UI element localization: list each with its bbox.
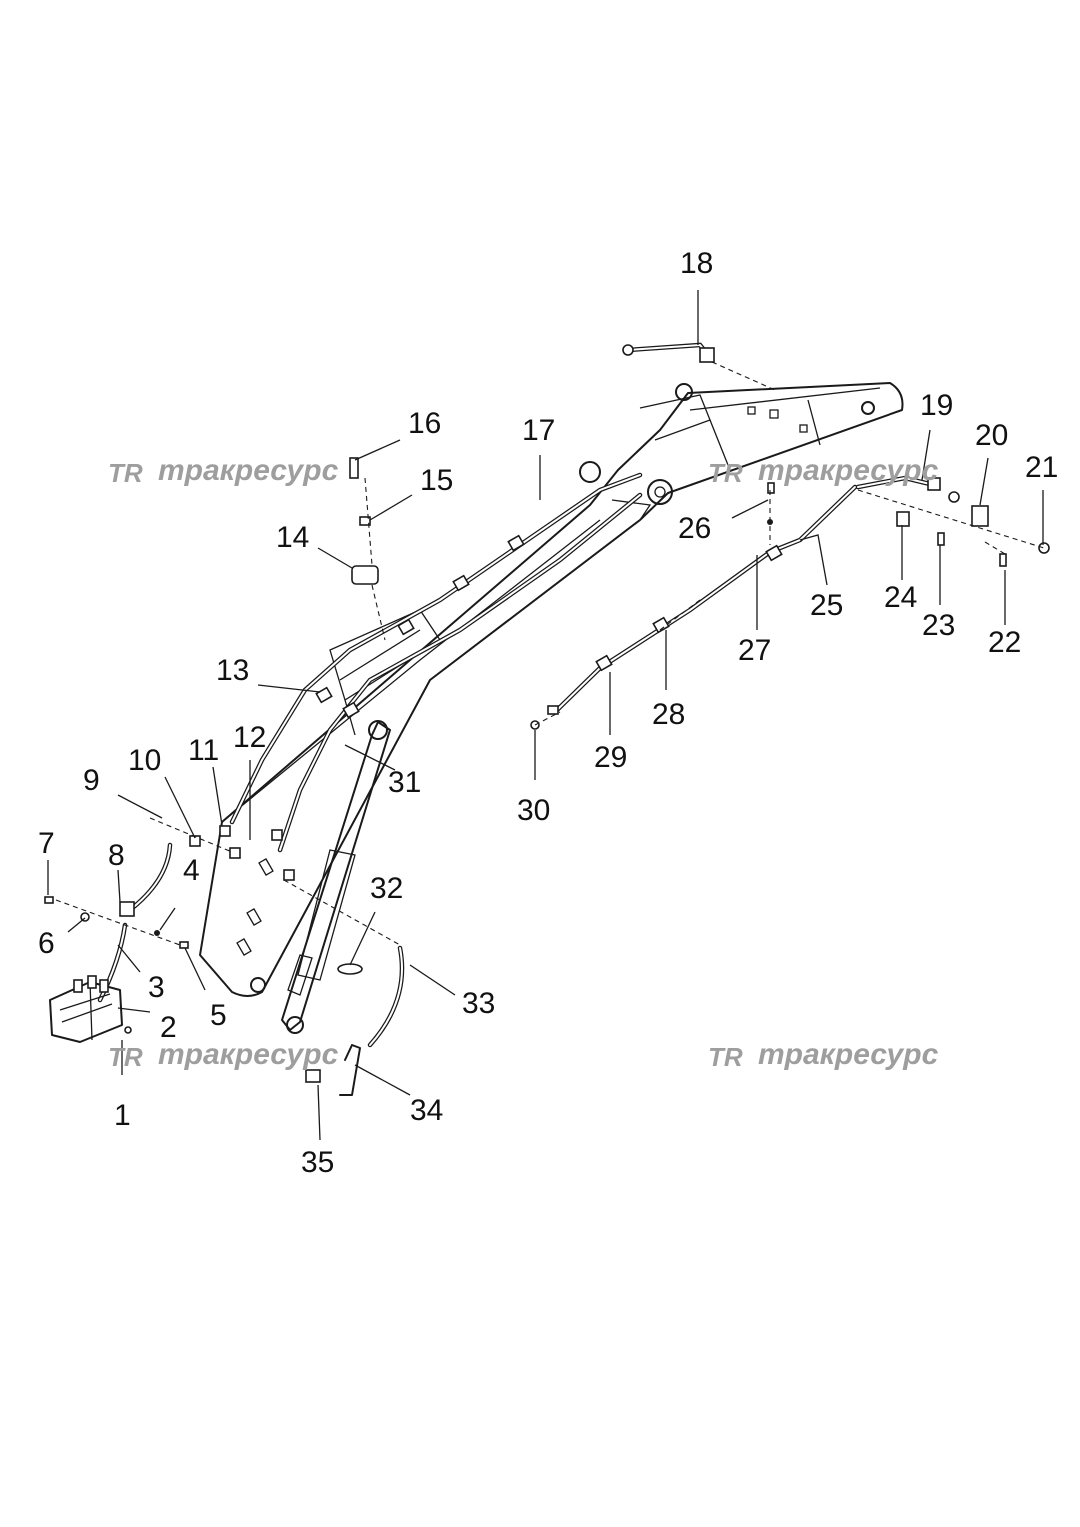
- callout-18: 18: [680, 247, 713, 280]
- callout-34: 34: [410, 1094, 443, 1127]
- callout-20: 20: [975, 419, 1008, 452]
- callout-11: 11: [188, 734, 219, 767]
- watermark-logo-mark: TR: [108, 1042, 143, 1072]
- callout-29: 29: [594, 741, 627, 774]
- watermark-text: тракресурс: [158, 454, 339, 487]
- watermark-3: TR тракресурс: [108, 1038, 339, 1072]
- callout-33: 33: [462, 987, 495, 1020]
- boom-hose-lines: [97, 342, 933, 1048]
- callout-7: 7: [38, 827, 55, 860]
- callout-35: 35: [301, 1146, 334, 1179]
- callout-2: 2: [160, 1011, 177, 1044]
- assembly-dashed-lines: [55, 361, 1045, 946]
- callout-31: 31: [388, 766, 421, 799]
- callout-17: 17: [522, 414, 555, 447]
- watermark-logo-mark: TR: [708, 1042, 743, 1072]
- callout-10: 10: [128, 744, 161, 777]
- watermark-logo-mark: TR: [708, 458, 743, 488]
- callout-15: 15: [420, 464, 453, 497]
- callout-21: 21: [1025, 451, 1058, 484]
- callout-25: 25: [810, 589, 843, 622]
- watermark-logo-mark: TR: [108, 458, 143, 488]
- callout-32: 32: [370, 872, 403, 905]
- callout-14: 14: [276, 521, 309, 554]
- watermark-2: TR тракресурс: [708, 454, 939, 488]
- callout-leader-lines: [47, 290, 1044, 1141]
- callout-8: 8: [108, 839, 125, 872]
- callout-27: 27: [738, 634, 771, 667]
- callout-4: 4: [183, 854, 200, 887]
- watermark-4: TR тракресурс: [708, 1038, 939, 1072]
- callout-28: 28: [652, 698, 685, 731]
- callout-1: 1: [114, 1099, 131, 1132]
- watermark-text: тракресурс: [758, 454, 939, 487]
- callout-13: 13: [216, 654, 249, 687]
- boom: [199, 382, 904, 997]
- callout-19: 19: [920, 389, 953, 422]
- boom-cylinder: [281, 720, 391, 1034]
- control-valve-block: [49, 975, 132, 1043]
- callout-24: 24: [884, 581, 917, 614]
- callout-22: 22: [988, 626, 1021, 659]
- hose-clamps-and-fittings: [44, 344, 1050, 1096]
- callout-12: 12: [233, 721, 266, 754]
- watermark-1: TR тракресурс: [108, 454, 339, 488]
- callout-30: 30: [517, 794, 550, 827]
- callout-16: 16: [408, 407, 441, 440]
- callout-labels: 1 2 3 4 5 6 7 8 9 10 11 12 13 14 15 16 1…: [38, 247, 1058, 1179]
- callout-26: 26: [678, 512, 711, 545]
- watermark-text: тракресурс: [158, 1038, 339, 1071]
- callout-6: 6: [38, 927, 55, 960]
- callout-23: 23: [922, 609, 955, 642]
- watermark-text: тракресурс: [758, 1038, 939, 1071]
- callout-5: 5: [210, 999, 227, 1032]
- callout-3: 3: [148, 971, 165, 1004]
- callout-9: 9: [83, 764, 100, 797]
